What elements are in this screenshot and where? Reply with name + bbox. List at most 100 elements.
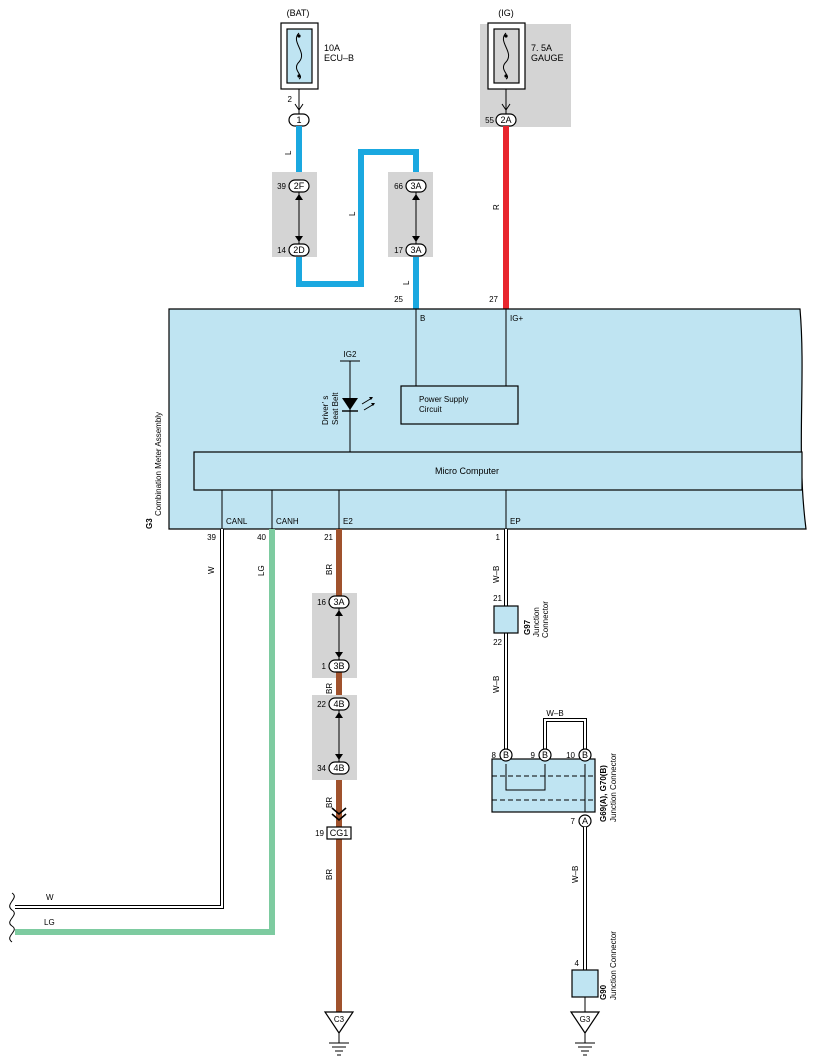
pin-14-number: 14 [277, 246, 286, 255]
g97-id: G97 [523, 619, 532, 635]
g69-pin-10-b: B [582, 750, 588, 760]
connector-cg1: 19 CG1 [315, 807, 352, 840]
pin-27-number: 27 [489, 295, 498, 304]
canh-label: CANH [276, 517, 299, 526]
pin-39-canl-number: 39 [207, 533, 216, 542]
wire-br-label-1: BR [325, 564, 334, 575]
wire-wb-g90: W–B [571, 827, 587, 1012]
wire-wb-label-2: W–B [492, 676, 501, 693]
wire-br-label-4: BR [325, 869, 334, 880]
ep-label: EP [510, 517, 521, 526]
ig2-label: IG2 [344, 350, 357, 359]
g69-wb-label: W–B [546, 709, 563, 718]
pin-3a-top-label: 3A [410, 181, 421, 191]
wire-lg-label: LG [257, 565, 266, 576]
wire-wb-label-3: W–B [571, 866, 580, 883]
g69-pin-8-b: B [503, 750, 509, 760]
ground-c3: C3 [323, 1011, 355, 1056]
pin-40-canh-number: 40 [257, 533, 266, 542]
wire-br-label-3: BR [325, 797, 334, 808]
pin-17-number: 17 [394, 246, 403, 255]
pin-21-e2-number: 21 [324, 533, 333, 542]
junction-g90: 4 G90 Junction Connector [571, 931, 618, 1000]
pin-34-number: 34 [317, 764, 326, 773]
connector-4b-4b: 22 4B 34 4B [312, 695, 357, 780]
ig-connector-label: 2A [500, 115, 511, 125]
led-label-2: Seat Belt [331, 392, 340, 425]
meter-name: Combination Meter Assembly [154, 412, 163, 516]
junction-g69-g70: W–B 8 B 9 B 10 B 7 A G69(A), G70(B) Junc… [491, 709, 618, 828]
canl-label: CANL [226, 517, 248, 526]
pin-3b-label: 3B [333, 661, 344, 671]
g69-pin-7-a: A [582, 816, 588, 826]
g69-pin-9: 9 [531, 751, 536, 760]
wire-br-label-2: BR [325, 683, 334, 694]
micro-computer [193, 451, 803, 491]
wire-l-label-3: L [402, 280, 411, 285]
g69-pin-7: 7 [571, 817, 576, 826]
pin-3a-br-label: 3A [333, 597, 344, 607]
wire-wb-label-1: W–B [492, 566, 501, 583]
pin-16-number: 16 [317, 598, 326, 607]
wire-w: 39 W W [15, 529, 224, 909]
ground-c3-label: C3 [334, 1015, 345, 1024]
g90-name: Junction Connector [609, 931, 618, 1000]
pin-3a-bottom-label: 3A [410, 245, 421, 255]
g90-id: G90 [599, 984, 608, 1000]
e2-label: E2 [343, 517, 353, 526]
connector-3a-3b: 16 3A 1 3B [312, 593, 357, 678]
g69-pin-8: 8 [492, 751, 497, 760]
connector-2f-2d: 39 2F 14 2D [272, 172, 317, 257]
pin-4b-top-label: 4B [333, 699, 344, 709]
pin-2d-label: 2D [293, 245, 305, 255]
ig-source-label: (IG) [498, 8, 514, 18]
connector-3a-3a: 66 3A 17 3A [388, 172, 433, 257]
wire-break-symbol [9, 892, 15, 943]
wire-lg-bottom-label: LG [44, 918, 55, 927]
pin-ig-plus-label: IG+ [510, 314, 523, 323]
bat-pin-number: 2 [288, 95, 293, 104]
bat-fuse-rating: 10A [324, 43, 340, 53]
wire-wb-ep: 1 W–B W–B [492, 529, 508, 752]
wire-r: R [492, 126, 509, 309]
g69-pin-9-b: B [542, 750, 548, 760]
g97-name-2: Connector [541, 601, 550, 638]
ig-fuse-name: GAUGE [531, 53, 564, 63]
g97-pin-top: 21 [493, 594, 502, 603]
seat-belt-led-icon [342, 398, 358, 410]
junction-g97: 21 22 G97 Junction Connector [493, 594, 550, 647]
wire-l: L L L [284, 126, 419, 309]
bat-connector-label: 1 [296, 115, 301, 125]
pin-39-number: 39 [277, 182, 286, 191]
ground-g3: G3 [569, 1011, 601, 1056]
g69-pin-10: 10 [566, 751, 575, 760]
pin-1-number: 1 [322, 662, 327, 671]
pin-b-label: B [420, 314, 425, 323]
g69-id: G69(A), G70(B) [599, 765, 608, 822]
wire-lg: 40 LG LG [15, 529, 275, 935]
wire-l-label-1: L [284, 150, 293, 155]
led-label-1: Driver’ s [321, 396, 330, 425]
wire-r-label: R [492, 204, 501, 210]
bat-source-label: (BAT) [287, 8, 310, 18]
bat-fuse: (BAT) 10A ECU–B 2 1 [280, 8, 354, 127]
ig-pin-number: 55 [485, 116, 494, 125]
pin-22-number: 22 [317, 700, 326, 709]
wire-l-label-2: L [348, 211, 357, 216]
wire-w-label: W [207, 566, 216, 574]
g97-name-1: Junction [532, 607, 541, 637]
wire-w-bottom-label: W [46, 893, 54, 902]
g69-name: Junction Connector [609, 753, 618, 822]
g97-pin-bottom: 22 [493, 638, 502, 647]
cg1-label: CG1 [330, 828, 349, 838]
ig-fuse-rating: 7. 5A [531, 43, 552, 53]
pin-4b-bottom-label: 4B [333, 763, 344, 773]
combination-meter-assembly: 25 27 B IG+ Power Supply Circuit IG2 Dri… [145, 295, 807, 530]
power-supply-circuit [400, 385, 519, 425]
psu-label-1: Power Supply [419, 395, 468, 404]
micro-computer-label: Micro Computer [435, 466, 499, 476]
pin-25-number: 25 [394, 295, 403, 304]
g90-pin: 4 [575, 959, 580, 968]
pin-1-ep-number: 1 [496, 533, 501, 542]
